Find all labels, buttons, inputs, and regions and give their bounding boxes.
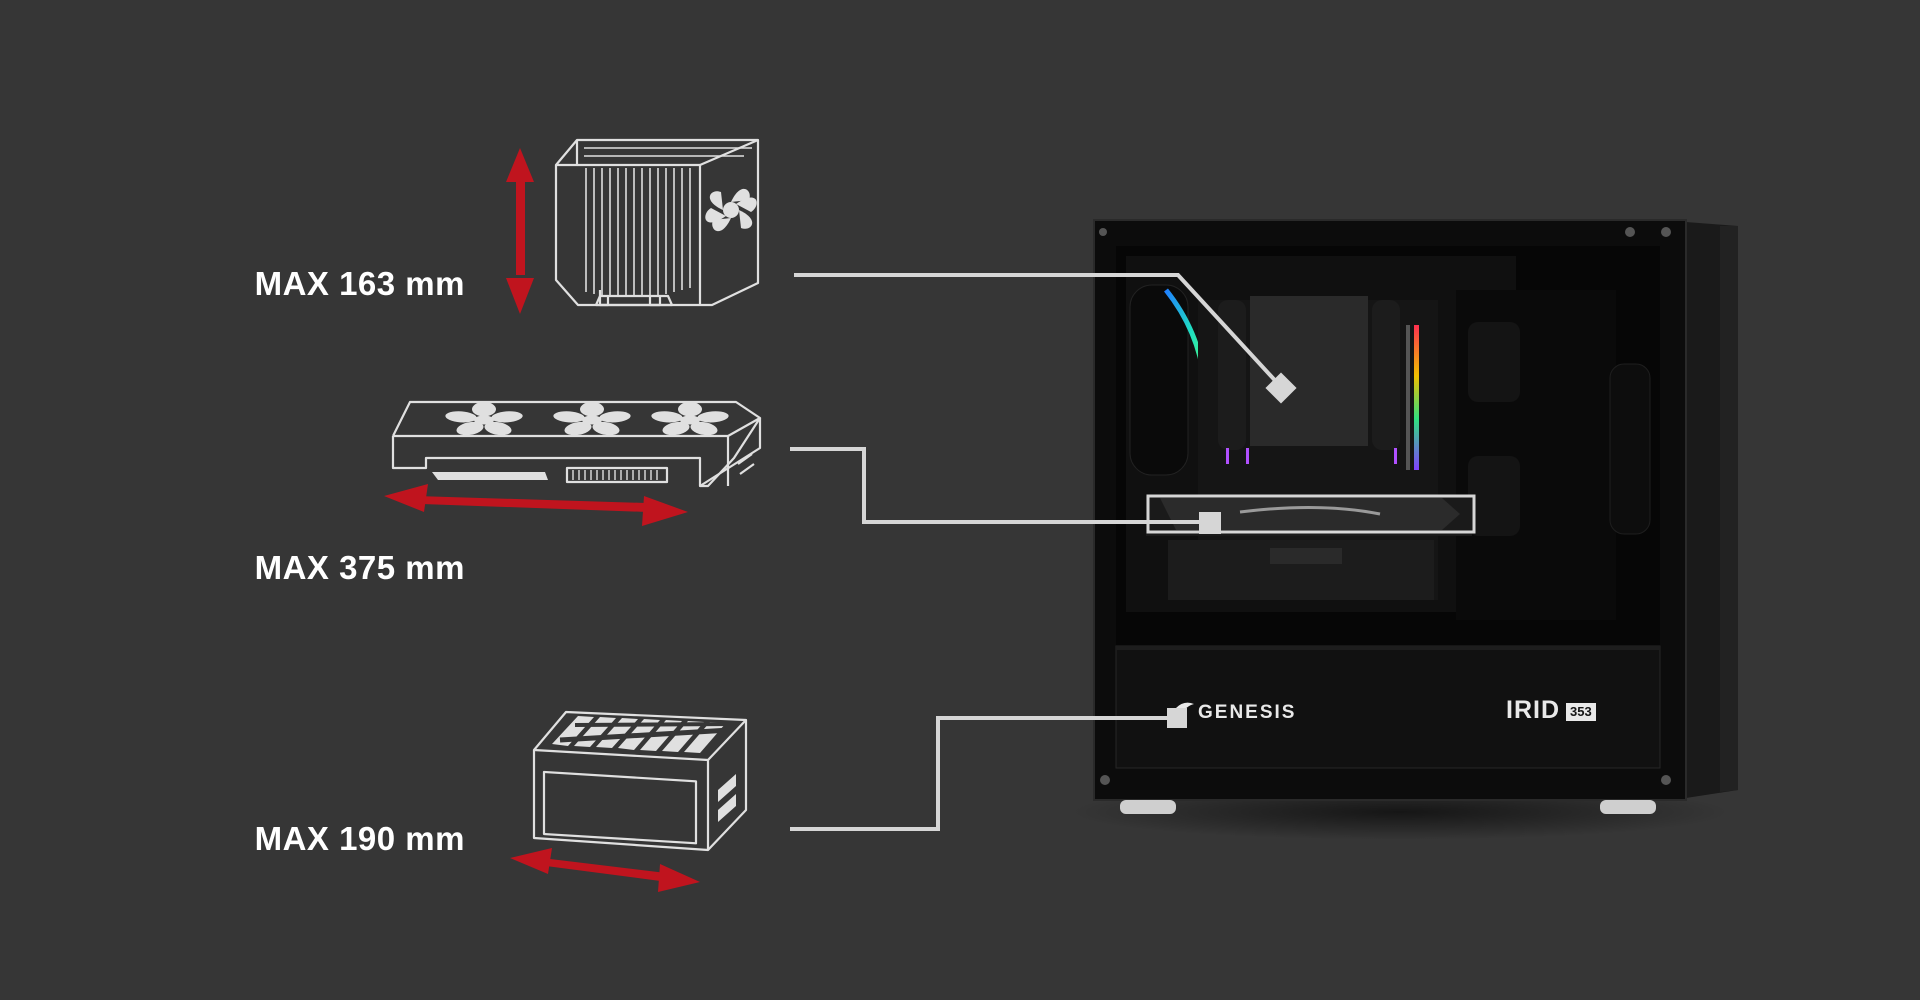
connector-line: [790, 273, 1476, 831]
pc-case: [1070, 219, 1738, 840]
case-model-number-badge: 353: [1566, 703, 1596, 721]
cpu-cooler-icon: [554, 138, 760, 307]
connector-marker: [1167, 372, 1297, 728]
psu-length-label: MAX 190 mm: [254, 820, 465, 857]
cooler-height-label: MAX 163 mm: [254, 265, 465, 302]
power-supply-icon: [532, 710, 748, 852]
double-arrow-icon: [506, 148, 534, 314]
gpu-length-label: MAX 375 mm: [254, 549, 465, 586]
case-model-name: IRID: [1506, 696, 1560, 724]
double-arrow-icon: [510, 848, 700, 892]
graphics-card-icon: [391, 400, 762, 488]
case-brand-logo: GENESIS: [1198, 702, 1297, 723]
double-arrow-icon: [384, 484, 688, 526]
